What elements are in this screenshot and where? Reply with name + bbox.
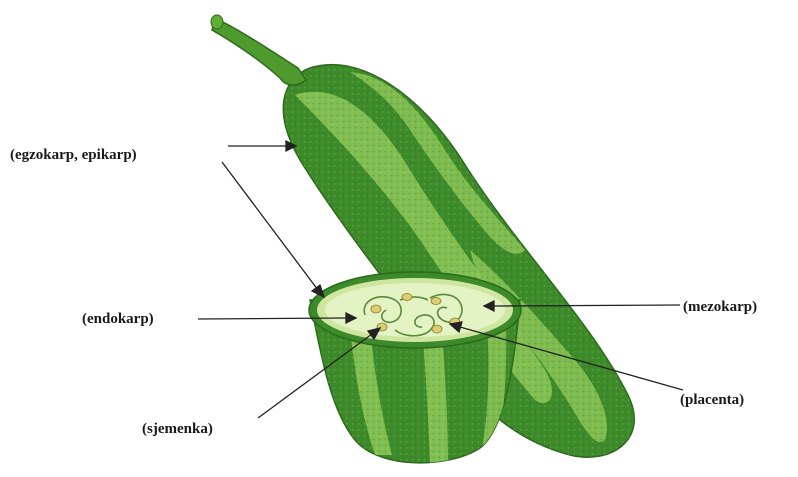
- exocarp-rim-leader-line: [222, 162, 318, 290]
- seed: [402, 294, 412, 301]
- seed: [371, 305, 381, 313]
- label-exocarp: (egzokarp, epikarp): [10, 147, 137, 163]
- stem: [212, 18, 306, 85]
- label-placenta: (placenta): [680, 392, 744, 408]
- label-mesocarp: (mezokarp): [683, 299, 757, 315]
- seed: [431, 298, 441, 305]
- label-endocarp: (endokarp): [82, 311, 154, 327]
- label-seed: (sjemenka): [142, 421, 213, 437]
- seed: [432, 325, 442, 333]
